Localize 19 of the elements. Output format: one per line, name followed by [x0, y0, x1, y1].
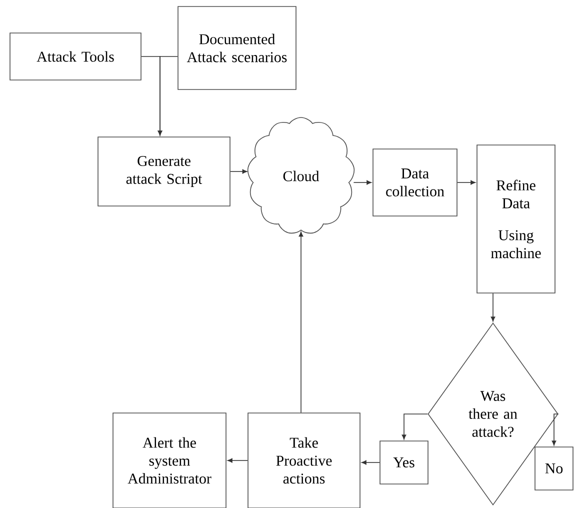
- process-box: Refine Data Using machine: [476, 144, 556, 294]
- process-box: Take Proactive actions: [248, 412, 360, 508]
- arrow: [457, 180, 476, 185]
- arrow: [158, 56, 178, 136]
- process-box: No: [534, 446, 574, 490]
- arrow: [353, 180, 372, 185]
- process-box: Generate attack Script: [98, 136, 230, 206]
- arrow: [230, 169, 248, 174]
- process-box: Documented Attack scenarios: [178, 6, 296, 90]
- arrow: [298, 232, 304, 413]
- arrow: [362, 460, 380, 465]
- process-box: Alert the system Administrator: [112, 412, 226, 508]
- arrow: [228, 458, 248, 463]
- arrow: [490, 292, 496, 322]
- arrow: [552, 414, 559, 446]
- arrow: [402, 414, 428, 440]
- process-box: Attack Tools: [10, 32, 142, 80]
- process-box: Data collection: [372, 148, 458, 216]
- process-box: Yes: [380, 440, 428, 484]
